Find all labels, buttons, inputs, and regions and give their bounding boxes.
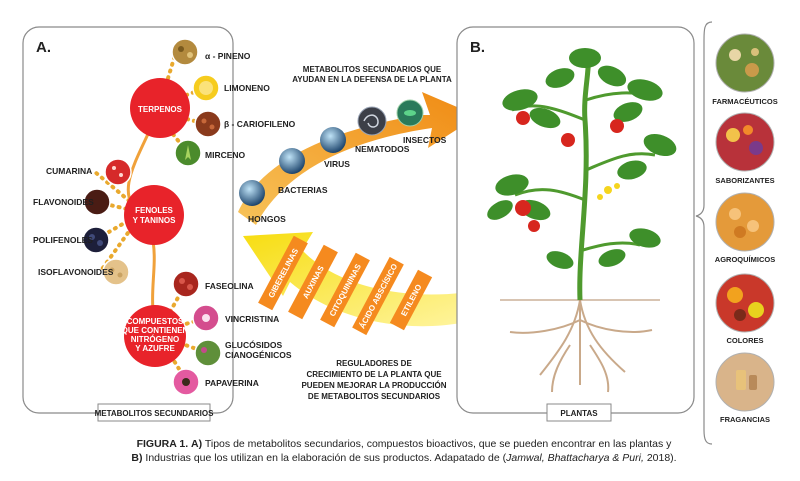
farmaceuticos-image <box>715 33 775 93</box>
panel-b-letter: B. <box>470 39 485 56</box>
caption-a-marker: A) <box>191 438 203 450</box>
industries-column: FARMACÉUTICOS SABORIZANTES AGROQUÍMICOS … <box>695 21 778 445</box>
compuestos-item-label: CIANOGÉNICOS <box>225 350 292 360</box>
fenoles-label: FENOLES <box>135 206 173 215</box>
defense-title: AYUDAN EN LA DEFENSA DE LA PLANTA <box>292 75 452 84</box>
regulators-caption: CRECIMIENTO DE LA PLANTA QUE <box>306 370 442 379</box>
pineno-image <box>171 38 199 66</box>
industry-label: FRAGANCIAS <box>720 415 770 424</box>
tomatoes <box>515 111 624 232</box>
defense-title: METABOLITOS SECUNDARIOS QUE <box>303 65 442 74</box>
flavonoides-image <box>83 188 111 216</box>
terpenos-circle <box>130 78 190 138</box>
terpenos-item-label: MIRCENO <box>205 150 246 160</box>
agroquimicos-image <box>715 192 775 252</box>
compuestos-item-label: FASEOLINA <box>205 281 254 291</box>
terpenos-label: TERPENOS <box>138 105 183 114</box>
cariofileno-image <box>194 110 222 138</box>
compuestos-images <box>172 270 222 396</box>
caption-label: FIGURA 1. <box>136 438 189 450</box>
compuestos-item-label: VINCRISTINA <box>225 314 279 324</box>
stem <box>577 54 591 301</box>
bacterias-image <box>279 148 305 174</box>
terpenos-item-label: α - PINENO <box>205 51 251 61</box>
compuestos-label: NITRÓGENO <box>131 335 179 344</box>
compuestos-label: QUE CONTIENEN <box>122 326 189 335</box>
pathogen-label: NEMATODOS <box>355 144 410 154</box>
faseolina-image <box>172 270 200 298</box>
industry-label: FARMACÉUTICOS <box>712 97 777 106</box>
roots <box>509 299 653 393</box>
fenoles-circle <box>124 185 184 245</box>
compuestos-circle <box>124 305 186 367</box>
fenoles-item-label: CUMARINA <box>46 166 92 176</box>
regulator-arrow: GIBERELINAS AUXINAS CITOQUININAS ÁCIDO A… <box>243 232 500 401</box>
defense-arrow: METABOLITOS SECUNDARIOS QUE AYUDAN EN LA… <box>238 65 478 225</box>
caption-year: 2018). <box>646 452 677 464</box>
hongos-image <box>239 180 265 206</box>
fenoles-label: Y TANINOS <box>133 216 176 225</box>
industry-label: SABORIZANTES <box>715 176 774 185</box>
compuestos-label: Y AZUFRE <box>135 344 175 353</box>
industry-label: COLORES <box>726 336 763 345</box>
virus-image <box>320 127 346 153</box>
compuestos-label: COMPUESTOS <box>127 317 184 326</box>
panel-b-footer: PLANTAS <box>560 409 598 418</box>
fenoles-item-label: POLIFENOLES <box>33 235 93 245</box>
compuestos-item-label: PAPAVERINA <box>205 378 259 388</box>
panel-a: A. METABOLITOS SECUNDARIOS TERPENOS α - … <box>22 26 296 422</box>
pathogen-label: VIRUS <box>324 159 350 169</box>
figure-caption: FIGURA 1. A) Tipos de metabolitos secund… <box>64 437 744 465</box>
fenoles-item-label: ISOFLAVONOIDES <box>38 267 114 277</box>
panel-a-letter: A. <box>36 39 51 56</box>
colores-image <box>715 273 775 333</box>
caption-a-text: Tipos de metabolitos secundarios, compue… <box>204 438 672 450</box>
pathogen-label: INSECTOS <box>403 135 447 145</box>
panel-b-box <box>456 26 695 414</box>
yellow-arrow <box>243 232 500 327</box>
fenoles-item-label: FLAVONOIDES <box>33 197 94 207</box>
compuestos-item-label: GLUCÓSIDOS <box>225 339 282 350</box>
regulators-caption: REGULADORES DE <box>336 359 412 368</box>
pathogen-images <box>239 99 424 206</box>
panel-b-footer-box <box>546 403 612 422</box>
regulators-caption: PUEDEN MEJORAR LA PRODUCCIÓN <box>301 381 446 390</box>
fenoles-images <box>82 158 132 286</box>
polifenoles-image <box>82 226 110 254</box>
tomato-plant <box>487 48 677 393</box>
saborizantes-image <box>715 112 775 172</box>
leaves <box>487 48 677 269</box>
caption-citation: Jamwal, Bhattacharya & Puri, <box>506 452 644 464</box>
cumarina-image <box>104 158 132 186</box>
orange-arrow <box>238 92 478 225</box>
panel-a-footer-box <box>97 403 211 422</box>
isoflavonoides-image <box>102 258 130 286</box>
flowers <box>597 183 620 200</box>
regulator-bars: GIBERELINAS AUXINAS CITOQUININAS ÁCIDO A… <box>258 235 433 336</box>
regulators-caption: DE METABOLITOS SECUNDARIOS <box>308 392 441 401</box>
glucosidos-image <box>194 339 222 367</box>
pathogen-label: HONGOS <box>248 214 286 224</box>
panel-a-footer: METABOLITOS SECUNDARIOS <box>95 409 214 418</box>
terpenos-item-label: β - CARIOFILENO <box>224 119 296 129</box>
panel-b: B. PLANTAS <box>456 26 695 422</box>
nematodos-image <box>357 106 387 136</box>
pathogen-label: BACTERIAS <box>278 185 328 195</box>
industry-label: AGROQUÍMICOS <box>715 255 775 264</box>
terpenos-images <box>171 38 222 167</box>
caption-b-text: Industrias que los utilizan en la elabor… <box>145 452 507 464</box>
brace <box>695 21 713 445</box>
terpenos-item-label: LIMONENO <box>224 83 270 93</box>
caption-b-marker: B) <box>131 452 143 464</box>
